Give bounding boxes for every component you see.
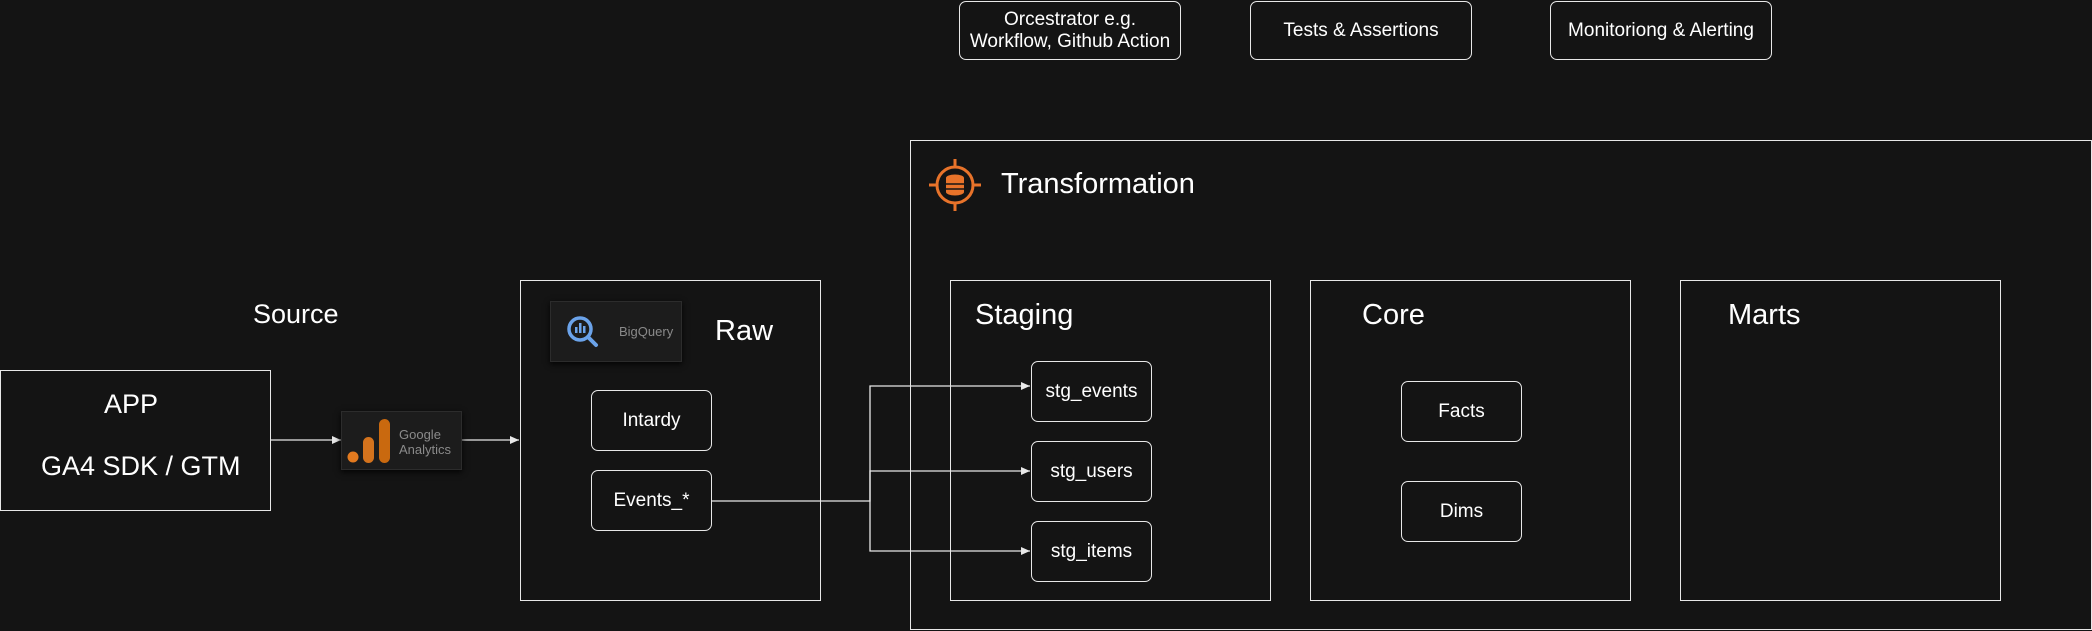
ga-logo-line1: Google [399, 427, 441, 442]
staging-model-stg-users: stg_users [1031, 441, 1152, 502]
monitoring-alerting-box: Monitoriong & Alerting [1550, 1, 1772, 60]
core-model-facts: Facts [1401, 381, 1522, 442]
staging-model-label: stg_events [1045, 380, 1138, 402]
google-analytics-logo: Google Analytics [341, 411, 462, 470]
orchestrator-box: Orcestrator e.g. Workflow, Github Action [959, 1, 1181, 60]
bigquery-icon [567, 316, 598, 347]
transformation-title: Transformation [1001, 168, 1195, 200]
monitoring-alerting-label: Monitoriong & Alerting [1568, 19, 1754, 41]
app-title: APP [104, 389, 159, 419]
raw-table-events: Events_* [591, 470, 712, 531]
raw-table-label: Events_* [613, 489, 690, 511]
source-title: Source [253, 299, 339, 329]
core-model-label: Facts [1438, 400, 1485, 422]
raw-table-intardy: Intardy [591, 390, 712, 451]
bigquery-logo: BigQuery [550, 301, 682, 362]
raw-table-label: Intardy [622, 409, 681, 431]
marts-title: Marts [1728, 299, 1801, 331]
app-subtitle: GA4 SDK / GTM [41, 451, 241, 481]
staging-model-stg-items: stg_items [1031, 521, 1152, 582]
ga-logo-line2: Analytics [399, 442, 452, 457]
tests-assertions-box: Tests & Assertions [1250, 1, 1472, 60]
staging-model-label: stg_items [1050, 540, 1133, 562]
core-model-dims: Dims [1401, 481, 1522, 542]
google-analytics-icon [347, 419, 390, 463]
bigquery-label: BigQuery [619, 324, 674, 339]
staging-box: Staging stg_events stg_users stg_items [950, 280, 1271, 601]
orchestrator-line2: Workflow, Github Action [969, 30, 1171, 52]
staging-model-stg-events: stg_events [1031, 361, 1152, 422]
core-model-label: Dims [1439, 500, 1484, 522]
app-box: APP GA4 SDK / GTM [0, 370, 271, 511]
raw-box: BigQuery Raw Intardy Events_* [520, 280, 821, 601]
orchestrator-line1: Orcestrator e.g. [1004, 8, 1136, 30]
staging-title: Staging [975, 299, 1074, 331]
marts-box: Marts [1680, 280, 2001, 601]
transformation-box: Transformation [910, 140, 2092, 630]
core-box: Core Facts Dims [1310, 280, 1631, 601]
tests-assertions-label: Tests & Assertions [1283, 19, 1439, 41]
raw-title: Raw [715, 315, 774, 347]
core-title: Core [1362, 299, 1425, 331]
dbt-icon [929, 159, 981, 211]
staging-model-label: stg_users [1050, 460, 1133, 482]
